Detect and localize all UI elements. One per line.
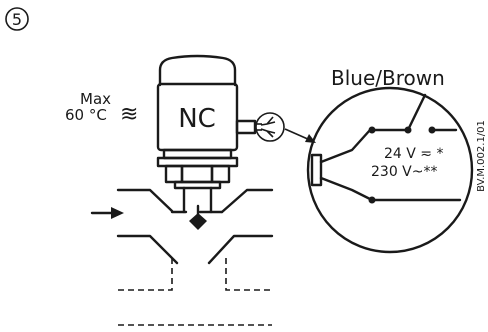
upper-switch-contact — [406, 93, 427, 132]
max-temperature-label: Max 60 °C ≋ — [65, 90, 138, 127]
temperature-max-text: Max — [80, 90, 111, 108]
terminal-dot — [368, 196, 376, 204]
wire-colors-label: Blue/Brown — [331, 66, 445, 90]
heat-symbol-icon: ≋ — [120, 102, 138, 127]
upper-wire — [319, 128, 410, 164]
step-number: 5 — [12, 10, 22, 29]
terminal-dot — [428, 126, 436, 134]
detail-arrow — [284, 128, 311, 141]
step-badge: 5 — [5, 7, 29, 31]
cable-connector — [235, 112, 316, 143]
actuator-type-label: NC — [178, 104, 216, 134]
valve-body-bottom-left — [116, 234, 179, 265]
dashed-right — [225, 258, 272, 291]
cable-gland — [235, 119, 257, 135]
valve-body — [90, 188, 274, 265]
dashed-left — [118, 258, 173, 291]
wire-ends-icon — [260, 116, 276, 138]
thermal-actuator: NC — [156, 54, 239, 160]
ac-voltage-label: 230 V~** — [371, 164, 437, 180]
fitting-nut-center — [180, 164, 214, 184]
wiring-detail: Blue/Brown 24 V ≂ * 230 V~** — [306, 66, 474, 254]
fitting-nut-right — [210, 164, 231, 184]
detail-circle — [306, 86, 474, 254]
dc-voltage-label: 24 V ≂ * — [384, 146, 443, 162]
flow-arrow-head — [111, 207, 124, 219]
dashed-extension — [118, 258, 272, 326]
step-circle — [5, 7, 29, 31]
detail-magnifier-circle — [255, 112, 285, 142]
actuator-cap — [158, 54, 237, 87]
fitting-nut-left — [164, 164, 184, 184]
fitting-base — [173, 180, 222, 190]
terminal-block — [310, 153, 323, 187]
terminal-dot — [404, 126, 412, 134]
document-code: BV.M.002.1/01 — [476, 120, 487, 192]
valve-plug — [189, 213, 207, 230]
valve-body-top-right — [220, 188, 274, 214]
valve-fitting — [156, 156, 239, 214]
valve-body-bottom-right — [207, 234, 274, 265]
temperature-value: 60 °C — [65, 106, 107, 124]
valve-body-top-left — [116, 188, 174, 213]
lower-wire — [319, 176, 462, 202]
terminal-dot — [368, 126, 376, 134]
